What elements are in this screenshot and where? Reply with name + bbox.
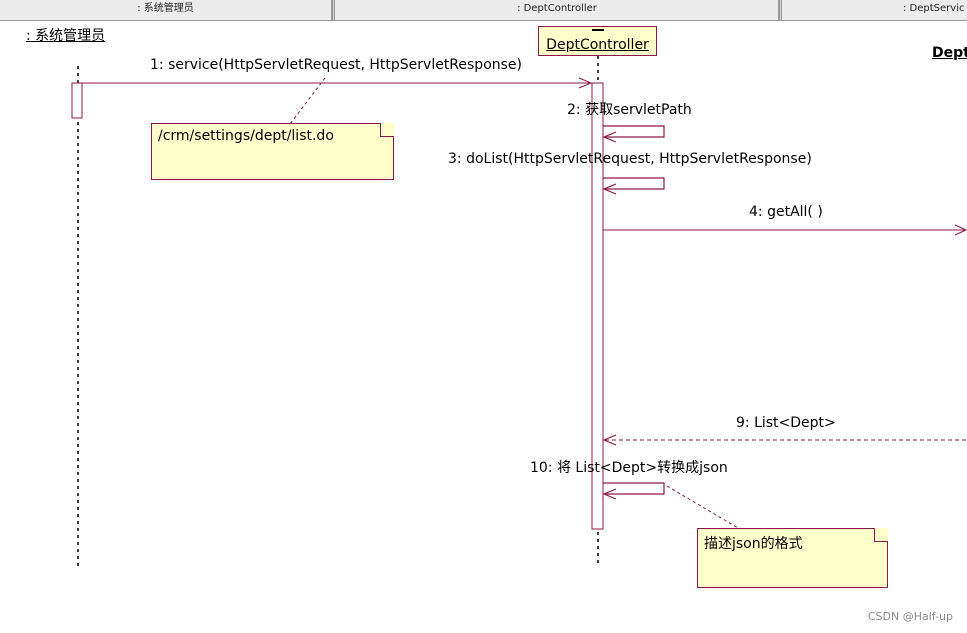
controller-activation-bar [591,82,604,530]
note-url-anchor [289,77,326,125]
message-9-label[interactable]: 9: List<Dept> [736,415,836,431]
note-request-url-text: /crm/settings/dept/list.do [158,128,334,144]
message-10-label[interactable]: 10: 将 List<Dept>转换成json [530,460,728,476]
lane-header-divider[interactable] [779,0,782,20]
admin-actor-label[interactable]: : 系统管理员 [26,28,106,44]
lane-header-bar: : 系统管理员 : DeptController : DeptServic [0,0,967,21]
message-4-arrowhead [954,224,967,236]
message-3-self-arrow [603,177,665,190]
message-2-arrowhead [602,131,617,143]
message-1-arrowhead [578,77,593,89]
message-10-self-arrow [603,482,665,495]
message-1-label[interactable]: 1: service(HttpServletRequest, HttpServl… [150,57,523,73]
lane-header-controller[interactable]: : DeptController [336,0,779,20]
note-request-url[interactable]: /crm/settings/dept/list.do [151,123,394,180]
object-tick-mark [591,29,604,31]
lane-header-divider[interactable] [332,0,335,20]
note-fold-corner [380,123,394,137]
admin-activation-bar [71,82,83,119]
service-object-label[interactable]: DeptS [932,45,967,61]
message-2-self-arrow [603,125,665,138]
message-3-label[interactable]: 3: doList(HttpServletRequest, HttpServle… [448,151,812,167]
note-fold-corner [874,528,888,542]
message-4-label[interactable]: 4: getAll( ) [749,204,823,220]
message-9-arrowhead [602,434,617,446]
watermark-text: CSDN @Half-up [867,610,953,623]
note-json-format-text: 描述json的格式 [704,536,803,552]
message-3-arrowhead [602,183,617,195]
note-json-anchor [666,485,739,529]
message-10-arrowhead [602,488,617,500]
controller-object-box[interactable]: DeptController [538,26,657,56]
lane-header-service[interactable]: : DeptServic [903,3,965,14]
note-json-format[interactable]: 描述json的格式 [697,528,888,588]
controller-object-label: DeptController [546,37,649,53]
lane-header-admin[interactable]: : 系统管理员 [0,0,332,20]
message-2-label[interactable]: 2: 获取servletPath [567,102,692,118]
